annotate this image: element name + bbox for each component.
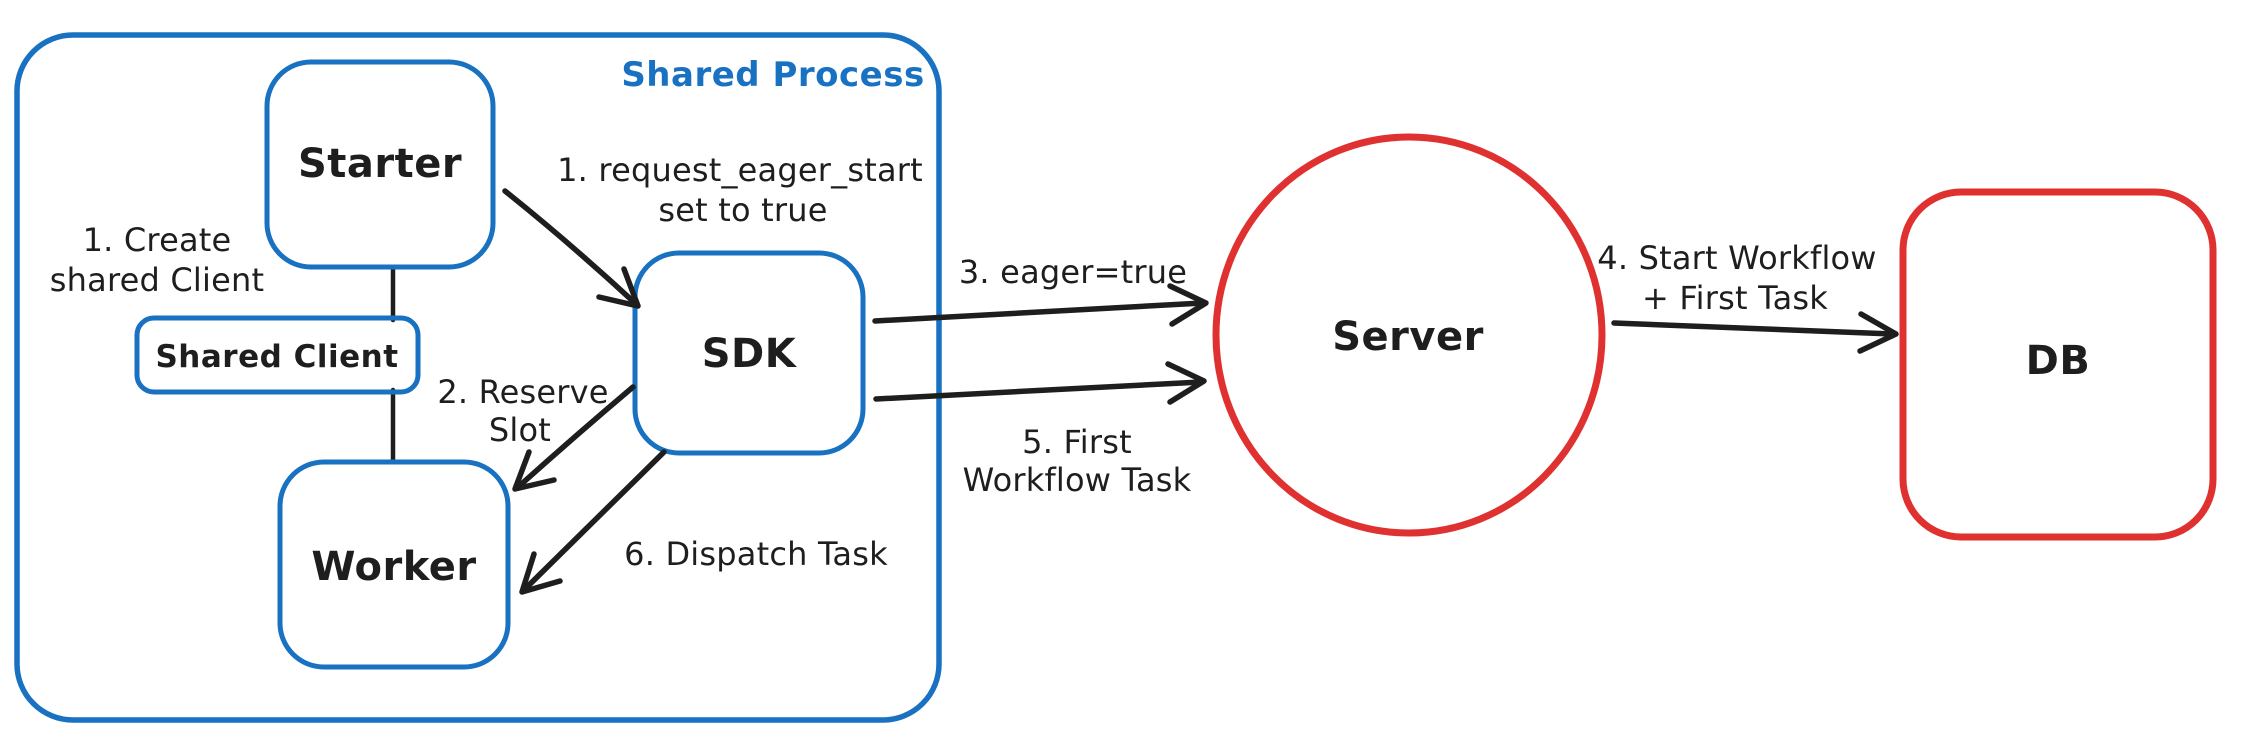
annotation-start-workflow: 4. Start Workflow + First Task [1597,239,1876,317]
arrow-start-workflow [1611,311,1899,354]
arrow-eager-true [872,283,1209,327]
annotation-first-workflow-task: 5. First Workflow Task [963,423,1192,499]
annotation-dispatch-task: 6. Dispatch Task [624,535,888,573]
db-label: DB [2026,338,2091,384]
sdk-box [632,250,866,456]
worker-box [277,459,511,670]
annotation-start-workflow-line1: 4. Start Workflow [1597,239,1876,277]
db-box [1899,188,2217,541]
db-node: DB [1899,188,2217,541]
annotation-reserve-slot: 2. Reserve Slot [437,373,608,449]
worker-node: Worker [277,459,511,670]
shared-client-node: Shared Client [134,315,421,395]
annotation-eager-true: 3. eager=true [959,253,1187,291]
shared-client-box [134,315,421,395]
annotation-reserve-slot-line2: Slot [489,411,551,449]
annotation-reserve-slot-line1: 2. Reserve [437,373,608,411]
server-label: Server [1332,314,1484,360]
sdk-node: SDK [632,250,866,456]
annotation-first-workflow-task-line2: Workflow Task [963,461,1192,499]
shared-process-label: Shared Process [621,55,924,95]
shared-client-label: Shared Client [155,339,398,375]
annotation-create-shared-client-line2: shared Client [50,261,264,299]
annotation-dispatch-task-line1: 6. Dispatch Task [624,535,888,573]
annotation-first-workflow-task-line1: 5. First [1022,423,1132,461]
sdk-label: SDK [702,331,798,377]
annotation-start-workflow-line2: + First Task [1642,279,1828,317]
annotation-request-eager-start-line1: 1. request_eager_start [557,151,923,189]
arrow-dispatch-task [519,449,667,595]
arrow-first-workflow-task [873,361,1207,405]
starter-box [264,59,496,270]
server-node: Server [1212,133,1606,537]
annotation-create-shared-client: 1. Create shared Client [50,221,264,299]
annotation-request-eager-start-line2: set to true [658,191,827,229]
shared-process-container [14,32,942,723]
worker-label: Worker [311,544,476,590]
arrow-reserve-slot [512,384,636,492]
annotation-create-shared-client-line1: 1. Create [83,221,232,259]
annotation-request-eager-start: 1. request_eager_start set to true [557,151,923,229]
arrow-request-eager-start [502,188,641,309]
server-ellipse [1212,133,1606,537]
starter-label: Starter [298,141,462,187]
starter-node: Starter [264,59,496,270]
annotation-eager-true-line1: 3. eager=true [959,253,1187,291]
shared-process-group: Shared Process [14,32,942,723]
